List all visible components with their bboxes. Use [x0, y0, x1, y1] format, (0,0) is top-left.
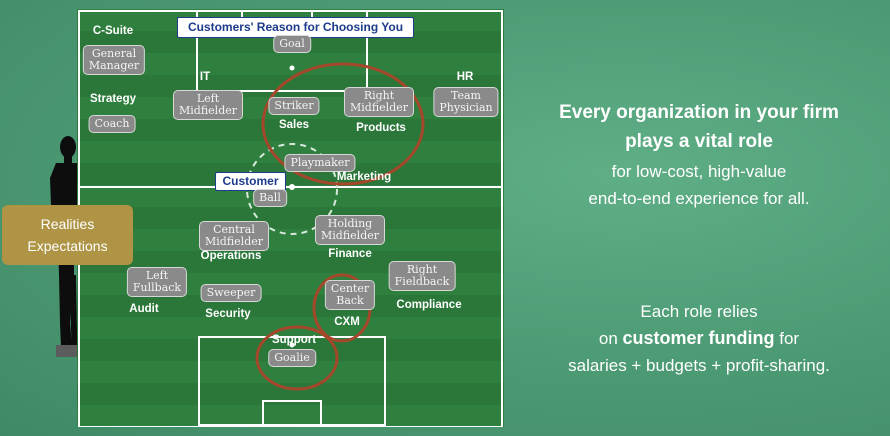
role-it: IT: [199, 71, 211, 83]
role-sales: Sales: [278, 119, 310, 131]
tag-realities: Realities: [40, 216, 95, 232]
realities-expectations-tag: Realities Expectations: [2, 205, 133, 265]
right-fieldback-chip: Right Fieldback: [388, 261, 456, 291]
goal-chip: Goal: [273, 35, 311, 53]
message-vital-role: Every organization in your firm plays a …: [508, 98, 890, 212]
message1-line1: Every organization in your firm: [559, 102, 839, 123]
role-security: Security: [205, 308, 251, 320]
role-c-suite: C-Suite: [92, 25, 134, 37]
message2-line2-post: for: [774, 329, 800, 348]
goalie-chip: Goalie: [268, 349, 316, 367]
striker-chip: Striker: [268, 97, 320, 115]
role-cxm: CXM: [334, 316, 360, 328]
right-midfielder-chip: Right Midfielder: [344, 87, 414, 117]
center-back-chip: Center Back: [324, 280, 376, 310]
role-finance: Finance: [328, 248, 372, 260]
left-fullback-chip: Left Fullback: [126, 267, 188, 297]
role-products: Products: [356, 122, 406, 134]
message2-line2-pre: on: [598, 329, 623, 348]
holding-midfielder-chip: Holding Midfielder: [315, 215, 385, 245]
tag-expectations: Expectations: [27, 238, 108, 254]
football-field: Customers' Reason for Choosing You Custo…: [77, 9, 504, 427]
message1-line2: plays a vital role: [625, 131, 773, 152]
message2-line1: Each role relies: [640, 302, 758, 321]
coach-chip: Coach: [88, 115, 136, 133]
sweeper-chip: Sweeper: [200, 284, 262, 302]
ball-chip: Ball: [253, 189, 287, 207]
role-audit: Audit: [129, 303, 159, 315]
role-hr: HR: [456, 71, 474, 83]
left-midfielder-chip: Left Midfielder: [173, 90, 243, 120]
playmaker-chip: Playmaker: [284, 154, 356, 172]
general-manager-chip: General Manager: [82, 45, 146, 75]
customer-label: Customer: [215, 172, 286, 191]
role-operations: Operations: [200, 250, 262, 262]
message2-line2: on customer funding for: [508, 325, 890, 352]
role-strategy: Strategy: [89, 93, 137, 105]
message-customer-funding: Each role relies on customer funding for…: [508, 298, 890, 379]
highlight-circle-midfield: [261, 62, 425, 186]
message1-line3: for low-cost, high-value: [611, 162, 787, 181]
team-physician-chip: Team Physician: [433, 87, 499, 117]
central-midfielder-chip: Central Midfielder: [199, 221, 269, 251]
role-support: Support: [271, 334, 317, 346]
message2-line3: salaries + budgets + profit-sharing.: [568, 356, 830, 375]
message1-line4: end-to-end experience for all.: [588, 189, 810, 208]
role-compliance: Compliance: [396, 299, 462, 311]
role-marketing: Marketing: [336, 171, 392, 183]
message2-line2-bold: customer funding: [622, 328, 775, 348]
highlight-circle-goalie: [255, 325, 339, 391]
